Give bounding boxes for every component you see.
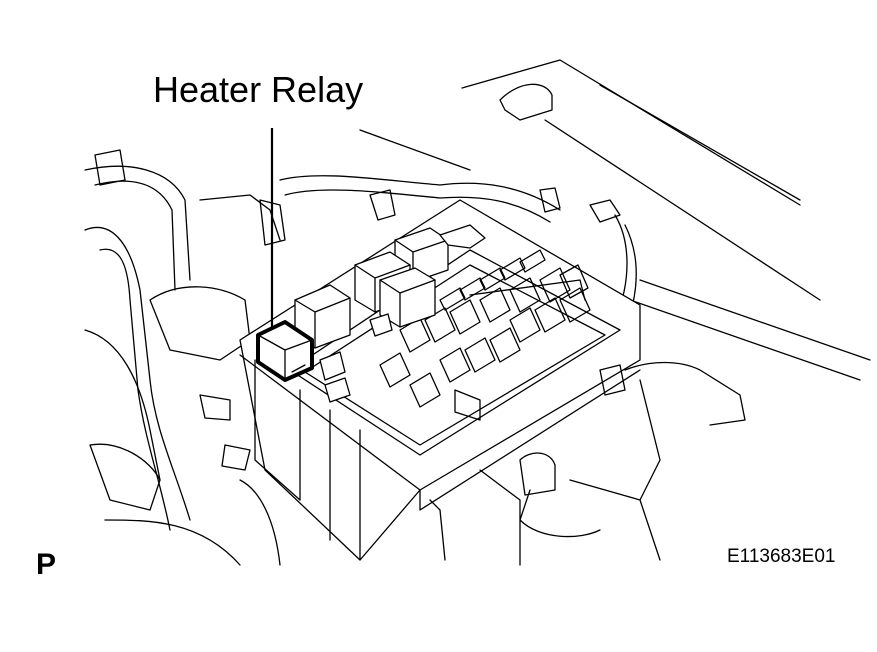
- fuse-row-middle: [399, 287, 591, 353]
- heater-relay-label: Heater Relay: [153, 69, 364, 110]
- corner-mark: P: [36, 548, 57, 581]
- lower-right-components: [429, 361, 746, 566]
- fuse-row-lower: [379, 327, 521, 408]
- fuse-row-upper: [439, 249, 589, 323]
- relay-group: [294, 224, 486, 403]
- figure-id: E113683E01: [727, 546, 836, 567]
- wire-harness-left: [84, 149, 286, 566]
- heater-relay: [256, 320, 314, 382]
- fuse-box: [239, 199, 641, 561]
- hood-edge-lines: [359, 59, 871, 381]
